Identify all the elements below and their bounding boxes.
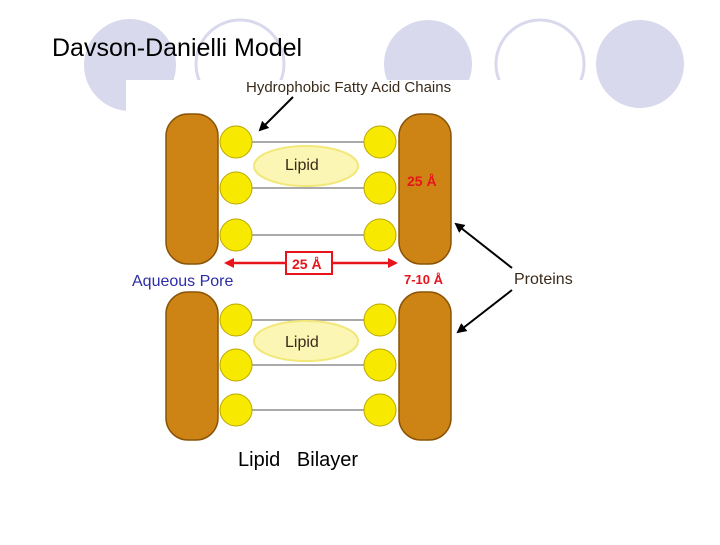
protein-layers (165, 113, 452, 441)
lipid-head (363, 348, 397, 382)
label-gap: 7-10 Å (404, 272, 444, 287)
lipid-blob-top (253, 145, 359, 187)
diagram-caption: Lipid Bilayer (238, 449, 359, 471)
lipid-head (219, 171, 253, 205)
lipid-head (219, 218, 253, 252)
lipid-head (363, 125, 397, 159)
slide-title: Davson-Danielli Model (52, 34, 303, 62)
lipid-head (363, 393, 397, 427)
protein-layer (398, 113, 452, 265)
lipid-head (219, 125, 253, 159)
proteins-arrow-lower (456, 289, 513, 334)
label-pore-width: 25 Å (292, 256, 322, 272)
protein-layer (165, 113, 219, 265)
membrane-diagram: Hydrophobic Fatty Acid Chains Lipid Lipi… (132, 79, 573, 441)
label-protein-thickness: 25 Å (407, 173, 437, 189)
chains-pointer-arrow (258, 96, 294, 132)
fatty-acid-chains (250, 141, 365, 411)
proteins-arrow-upper (454, 222, 513, 269)
lipid-head (219, 303, 253, 337)
label-lipid-bottom: Lipid (285, 334, 319, 351)
pore-width-label-box (285, 251, 333, 275)
lipid-head (363, 218, 397, 252)
lipid-head (363, 171, 397, 205)
lipid-head (219, 393, 253, 427)
label-proteins: Proteins (514, 271, 573, 288)
lipid-heads (219, 125, 397, 427)
protein-layer (398, 291, 452, 441)
label-fatty-acid-chains: Hydrophobic Fatty Acid Chains (246, 79, 451, 96)
protein-layer (165, 291, 219, 441)
decor-circle (596, 20, 684, 108)
label-aqueous-pore: Aqueous Pore (132, 273, 234, 290)
label-lipid-top: Lipid (285, 157, 319, 174)
lipid-head (363, 303, 397, 337)
lipid-blob-bottom (253, 320, 359, 362)
lipid-head (219, 348, 253, 382)
